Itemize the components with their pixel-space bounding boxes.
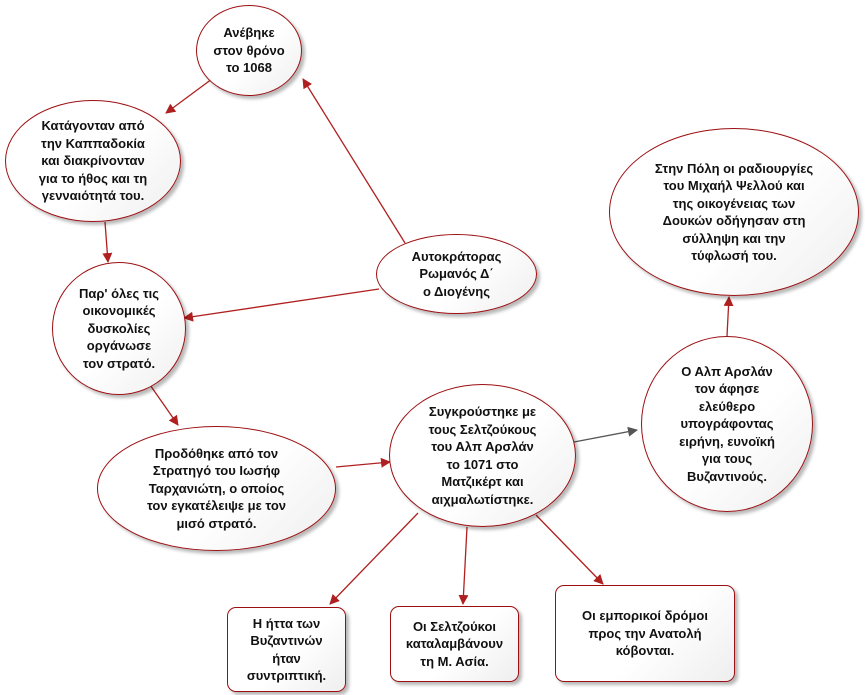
node-prodothike: Προδόθηκε από τον Στρατηγό του Ιωσήφ Ταρ…	[97, 426, 336, 551]
node-anevike: Ανέβηκε στον θρόνο το 1068	[196, 5, 302, 96]
node-seltzoukoi: Οι Σελτζούκοι καταλαμβάνουν τη Μ. Ασία.	[390, 606, 519, 682]
arrow-oikonomikes-to-prodothike	[147, 381, 179, 426]
node-itta: Η ήττα των Βυζαντινών ήταν συντριπτική.	[227, 607, 346, 692]
arrow-autokratoras-to-oikonomikes	[183, 288, 380, 322]
node-label: Κατάγονταν από την Καππαδοκία και διακρί…	[38, 118, 148, 204]
arrow-prodothike-to-sygkroustike	[335, 457, 391, 468]
node-label: Οι εμπορικοί δρόμοι προς την Ανατολή κόβ…	[581, 608, 708, 659]
arrow-katagontan-to-oikonomikes	[102, 221, 113, 263]
node-label: Συγκρούστηκε με τους Σελτζούκους του Αλπ…	[428, 404, 537, 507]
node-label: Προδόθηκε από τον Στρατηγό του Ιωσήφ Ταρ…	[146, 445, 287, 531]
node-oikonomikes: Παρ' όλες τις οικονομικές δυσκολίες οργά…	[52, 262, 186, 395]
node-label: Η ήττα των Βυζαντινών ήταν συντριπτική.	[246, 615, 327, 684]
node-label: Οι Σελτζούκοι καταλαμβάνουν τη Μ. Ασία.	[405, 618, 504, 669]
arrow-sygkroustike-to-itta	[329, 512, 419, 605]
node-label: Στην Πόλη οι ραδιουργίες του Μιχαήλ Ψελλ…	[654, 160, 814, 264]
node-label: Ο Αλπ Αρσλάν τον άφησε ελεύθερο υπογράφο…	[679, 363, 775, 484]
arrow-sygkroustike-to-alp	[573, 426, 638, 443]
node-alp: Ο Αλπ Αρσλάν τον άφησε ελεύθερο υπογράφο…	[641, 336, 813, 512]
node-label: Παρ' όλες τις οικονομικές δυσκολίες οργά…	[78, 285, 159, 371]
arrow-anevike-to-katagontan	[165, 75, 217, 114]
arrow-autokratoras-to-anevike	[302, 78, 406, 244]
node-katagontan: Κατάγονταν από την Καππαδοκία και διακρί…	[5, 100, 181, 222]
arrow-sygkroustike-to-emporikoi	[535, 514, 604, 585]
node-autokratoras: Αυτοκράτορας Ρωμανός Δ΄ ο Διογένης	[376, 234, 537, 314]
node-label: Αυτοκράτορας Ρωμανός Δ΄ ο Διογένης	[411, 248, 502, 299]
node-sygkroustike: Συγκρούστηκε με τους Σελτζούκους του Αλπ…	[389, 384, 576, 527]
arrow-sygkroustike-to-seltzoukoi	[458, 526, 469, 605]
node-poli: Στην Πόλη οι ραδιουργίες του Μιχαήλ Ψελλ…	[609, 128, 859, 296]
node-label: Ανέβηκε στον θρόνο το 1068	[213, 25, 285, 76]
connectors	[102, 75, 734, 605]
node-emporikoi: Οι εμπορικοί δρόμοι προς την Ανατολή κόβ…	[555, 585, 735, 682]
arrow-alp-to-poli	[723, 296, 734, 337]
